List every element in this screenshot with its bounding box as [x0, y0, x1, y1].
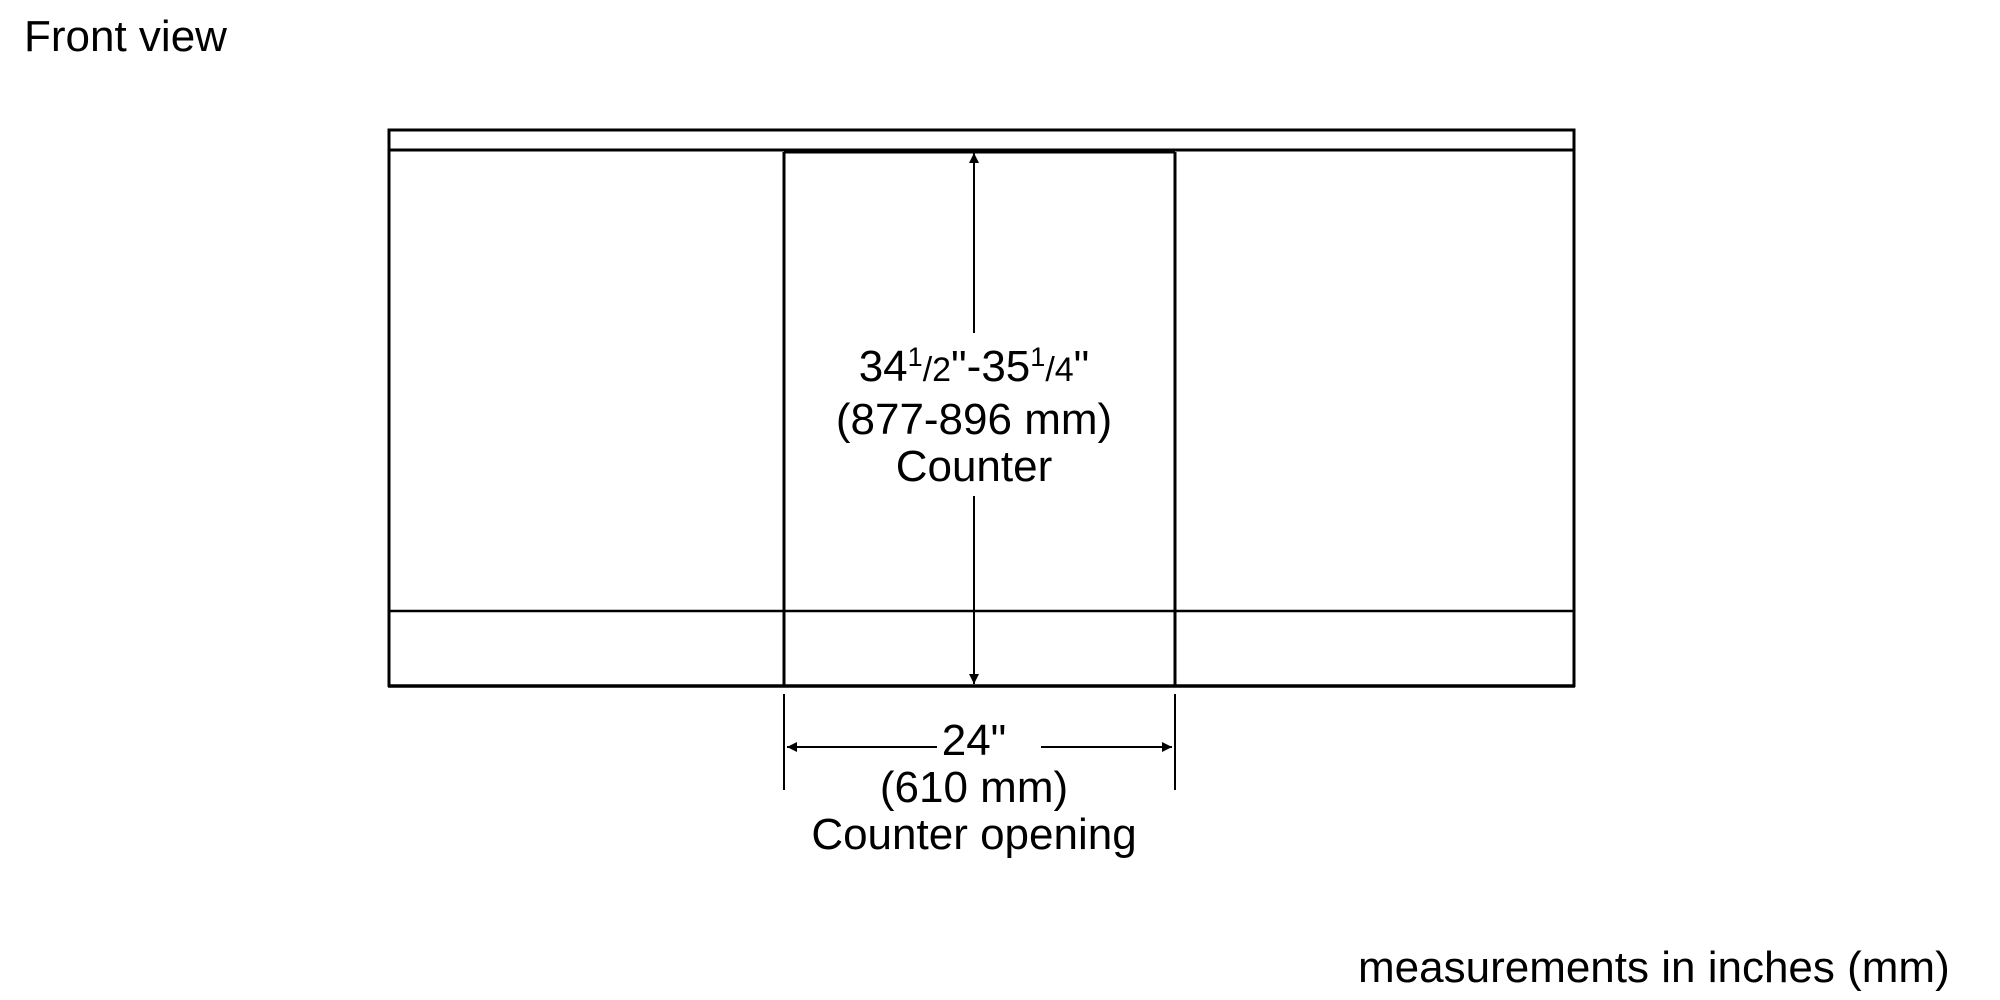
numerator-2: 1 — [1030, 342, 1046, 372]
countertop — [387, 128, 1576, 152]
vertical-dimension-caption: Counter — [895, 442, 1053, 491]
horizontal-dimension-caption: Counter opening — [811, 810, 1137, 859]
horizontal-dimension-label: 24" (610 mm) Counter opening — [774, 717, 1174, 858]
vertical-dimension-metric: (877-896 mm) — [835, 395, 1113, 444]
range-separator: "- — [951, 342, 982, 391]
denominator-1: /2 — [922, 351, 952, 389]
numerator-1: 1 — [907, 342, 923, 372]
vertical-dimension-label: 341/2"-351/4" (877-896 mm) Counter — [774, 342, 1174, 491]
denominator-2: /4 — [1045, 351, 1074, 389]
vertical-dimension-imperial: 341/2"-351/4" — [774, 342, 1174, 396]
horizontal-dimension-metric: (610 mm) — [879, 763, 1069, 812]
whole-1: 34 — [858, 342, 908, 391]
inch-mark: " — [1073, 342, 1090, 391]
horizontal-dimension-imperial: 24" — [941, 716, 1007, 765]
units-note: measurements in inches (mm) — [1358, 943, 1950, 992]
whole-2: 35 — [981, 342, 1031, 391]
view-title: Front view — [24, 12, 227, 61]
